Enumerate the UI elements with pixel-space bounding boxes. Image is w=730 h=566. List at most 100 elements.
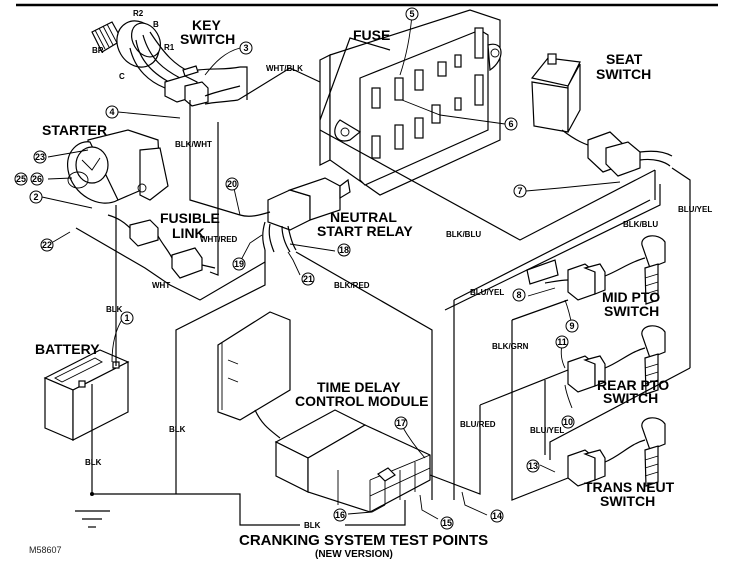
trans-neut-switch [567,417,666,487]
test-point-14: 14 [490,509,504,523]
svg-text:13: 13 [528,461,538,471]
time-delay-control-module [217,311,431,513]
svg-text:16: 16 [335,510,345,520]
test-point-18: 18 [337,243,351,257]
wire-label-blk-starter: BLK [106,305,123,314]
test-point-19: 19 [232,257,246,271]
test-point-4: 4 [105,105,119,119]
svg-text:18: 18 [339,245,349,255]
svg-text:8: 8 [516,290,521,300]
svg-text:20: 20 [227,179,237,189]
test-point-17: 17 [394,416,408,430]
svg-text:10: 10 [563,417,573,427]
test-point-13: 13 [526,459,540,473]
wire-label-blu-red: BLU/RED [460,420,496,429]
wire-label-blk-return: BLK [169,425,186,434]
figure-id: M58607 [29,545,62,555]
svg-text:15: 15 [442,518,452,528]
neutral-start-relay [239,177,351,253]
seat-switch-label-1: SEAT [606,51,643,67]
fuse-label: FUSE [353,27,390,43]
test-point-15: 15 [440,516,454,530]
wire-label-blk-red: BLK/RED [334,281,370,290]
test-point-9: 9 [565,319,579,333]
test-point-2: 2 [29,190,43,204]
starter-motor [67,129,169,204]
rear-pto-switch [567,325,666,395]
svg-text:17: 17 [396,418,406,428]
wire-label-blu-yel-3: BLU/YEL [530,426,564,435]
neutral-start-relay-label-1: NEUTRAL [330,209,397,225]
battery [43,349,130,441]
figure-subtitle: (NEW VERSION) [315,549,393,560]
terminal-r1: R1 [164,43,175,52]
test-point-25: 25 [14,172,28,186]
fuse-block [319,9,502,196]
seat-switch [530,53,673,177]
wire-label-blk-bottom: BLK [304,521,321,530]
svg-text:9: 9 [569,321,574,331]
terminal-br: BR [92,46,104,55]
test-point-6: 6 [504,117,518,131]
wire-label-wht: WHT [152,281,170,290]
seat-switch-label-2: SWITCH [596,66,651,82]
trans-neut-label-2: SWITCH [600,493,655,509]
svg-text:14: 14 [492,511,502,521]
test-point-23: 23 [33,150,47,164]
wire-label-blu-yel-2: BLU/YEL [470,288,504,297]
svg-text:2: 2 [33,192,38,202]
test-point-8: 8 [512,288,526,302]
figure-title: CRANKING SYSTEM TEST POINTS [239,532,488,549]
test-point-10: 10 [561,415,575,429]
svg-text:21: 21 [303,274,313,284]
svg-text:7: 7 [517,186,522,196]
terminal-c: C [119,72,125,81]
wire-label-blk-blu-1: BLK/BLU [446,230,481,239]
callouts [41,13,621,520]
test-point-16: 16 [333,508,347,522]
svg-text:25: 25 [16,174,26,184]
mid-pto-label-2: SWITCH [604,303,659,319]
wire-label-wht-red: WHT/RED [200,235,238,244]
svg-text:19: 19 [234,259,244,269]
key-switch [91,20,241,107]
svg-text:4: 4 [109,107,114,117]
test-point-22: 22 [40,238,54,252]
svg-text:5: 5 [409,9,414,19]
test-point-20: 20 [225,177,239,191]
ground-symbol [75,492,110,528]
key-switch-label-2: SWITCH [180,31,235,47]
test-point-3: 3 [239,41,253,55]
svg-text:26: 26 [32,174,42,184]
neutral-start-relay-label-2: START RELAY [317,223,413,239]
key-switch-label-1: KEY [192,17,221,33]
test-point-7: 7 [513,184,527,198]
fusible-link-label-2: LINK [172,225,205,241]
starter-label: STARTER [42,122,107,138]
wire-label-blu-yel-1: BLU/YEL [678,205,712,214]
rear-pto-label-2: SWITCH [603,390,658,406]
svg-text:23: 23 [35,152,45,162]
terminal-r2: R2 [133,9,144,18]
test-point-21: 21 [301,272,315,286]
test-point-1: 1 [120,311,134,325]
battery-label: BATTERY [35,341,100,357]
mid-pto-label-1: MID PTO [602,289,660,305]
test-point-5: 5 [405,7,419,21]
fusible-link [107,214,216,279]
fusible-link-label-1: FUSIBLE [160,210,220,226]
wire-label-blk-ground: BLK [85,458,102,467]
test-point-26: 26 [30,172,44,186]
svg-text:11: 11 [557,337,567,347]
time-delay-label-2: CONTROL MODULE [295,393,429,409]
mid-pto-switch [526,235,666,305]
terminal-b: B [153,20,159,29]
test-point-11: 11 [555,335,569,349]
svg-text:1: 1 [124,313,129,323]
svg-text:6: 6 [508,119,513,129]
trans-neut-label-1: TRANS NEUT [584,479,675,495]
wire-label-wht-blk: WHT/BLK [266,64,303,73]
svg-text:22: 22 [42,240,52,250]
wiring [75,66,691,526]
